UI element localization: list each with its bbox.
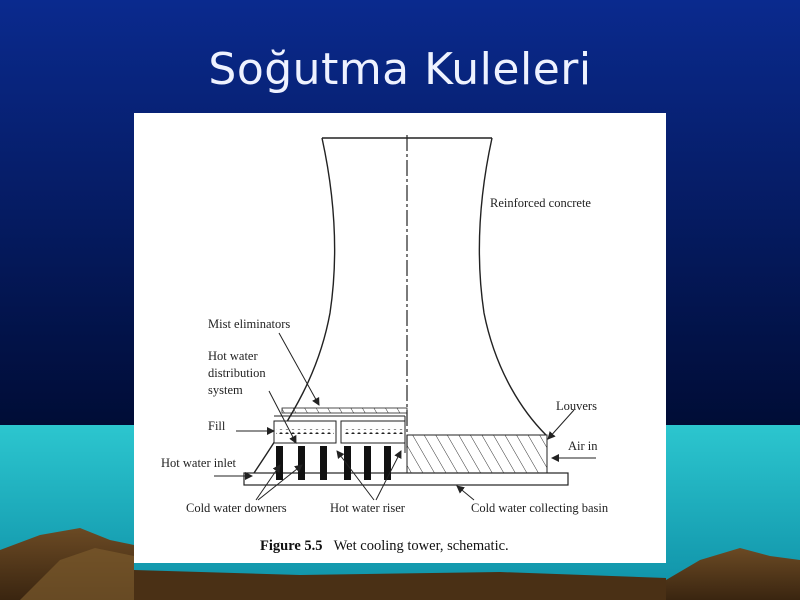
label-cold-water-downers: Cold water downers: [186, 501, 287, 515]
label-hot-water-riser: Hot water riser: [330, 501, 406, 515]
cooling-tower-diagram: Reinforced concrete Mist eliminators Hot…: [161, 135, 609, 554]
figure-caption: Figure 5.5 Wet cooling tower, schematic.: [260, 535, 509, 554]
caption-number: Figure 5.5: [260, 538, 323, 554]
label-hot-water-line1: Hot water: [208, 349, 258, 363]
label-hot-water-inlet: Hot water inlet: [161, 456, 237, 470]
label-fill: Fill: [208, 419, 226, 433]
label-hot-water-line3: system: [208, 383, 243, 397]
label-louvers: Louvers: [556, 399, 597, 413]
figure-panel: Reinforced concrete Mist eliminators Hot…: [134, 113, 666, 563]
label-mist-eliminators: Mist eliminators: [208, 317, 290, 331]
cold-water-downers: [276, 446, 391, 480]
label-reinforced-concrete: Reinforced concrete: [490, 196, 591, 210]
leader-lines: [214, 332, 596, 501]
slide-title: Soğutma Kuleleri: [208, 44, 592, 95]
label-hot-water-line2: distribution: [208, 366, 266, 380]
land-bottom: [134, 570, 666, 600]
label-air-in: Air in: [568, 439, 598, 453]
label-cold-water-collecting-basin: Cold water collecting basin: [471, 501, 609, 515]
caption-text: Wet cooling tower, schematic.: [334, 538, 509, 554]
land-right: [666, 548, 800, 600]
louvers: [406, 434, 548, 474]
collecting-basin: [243, 472, 569, 486]
land-ridge: [20, 548, 134, 600]
mist-eliminators: [281, 407, 408, 414]
